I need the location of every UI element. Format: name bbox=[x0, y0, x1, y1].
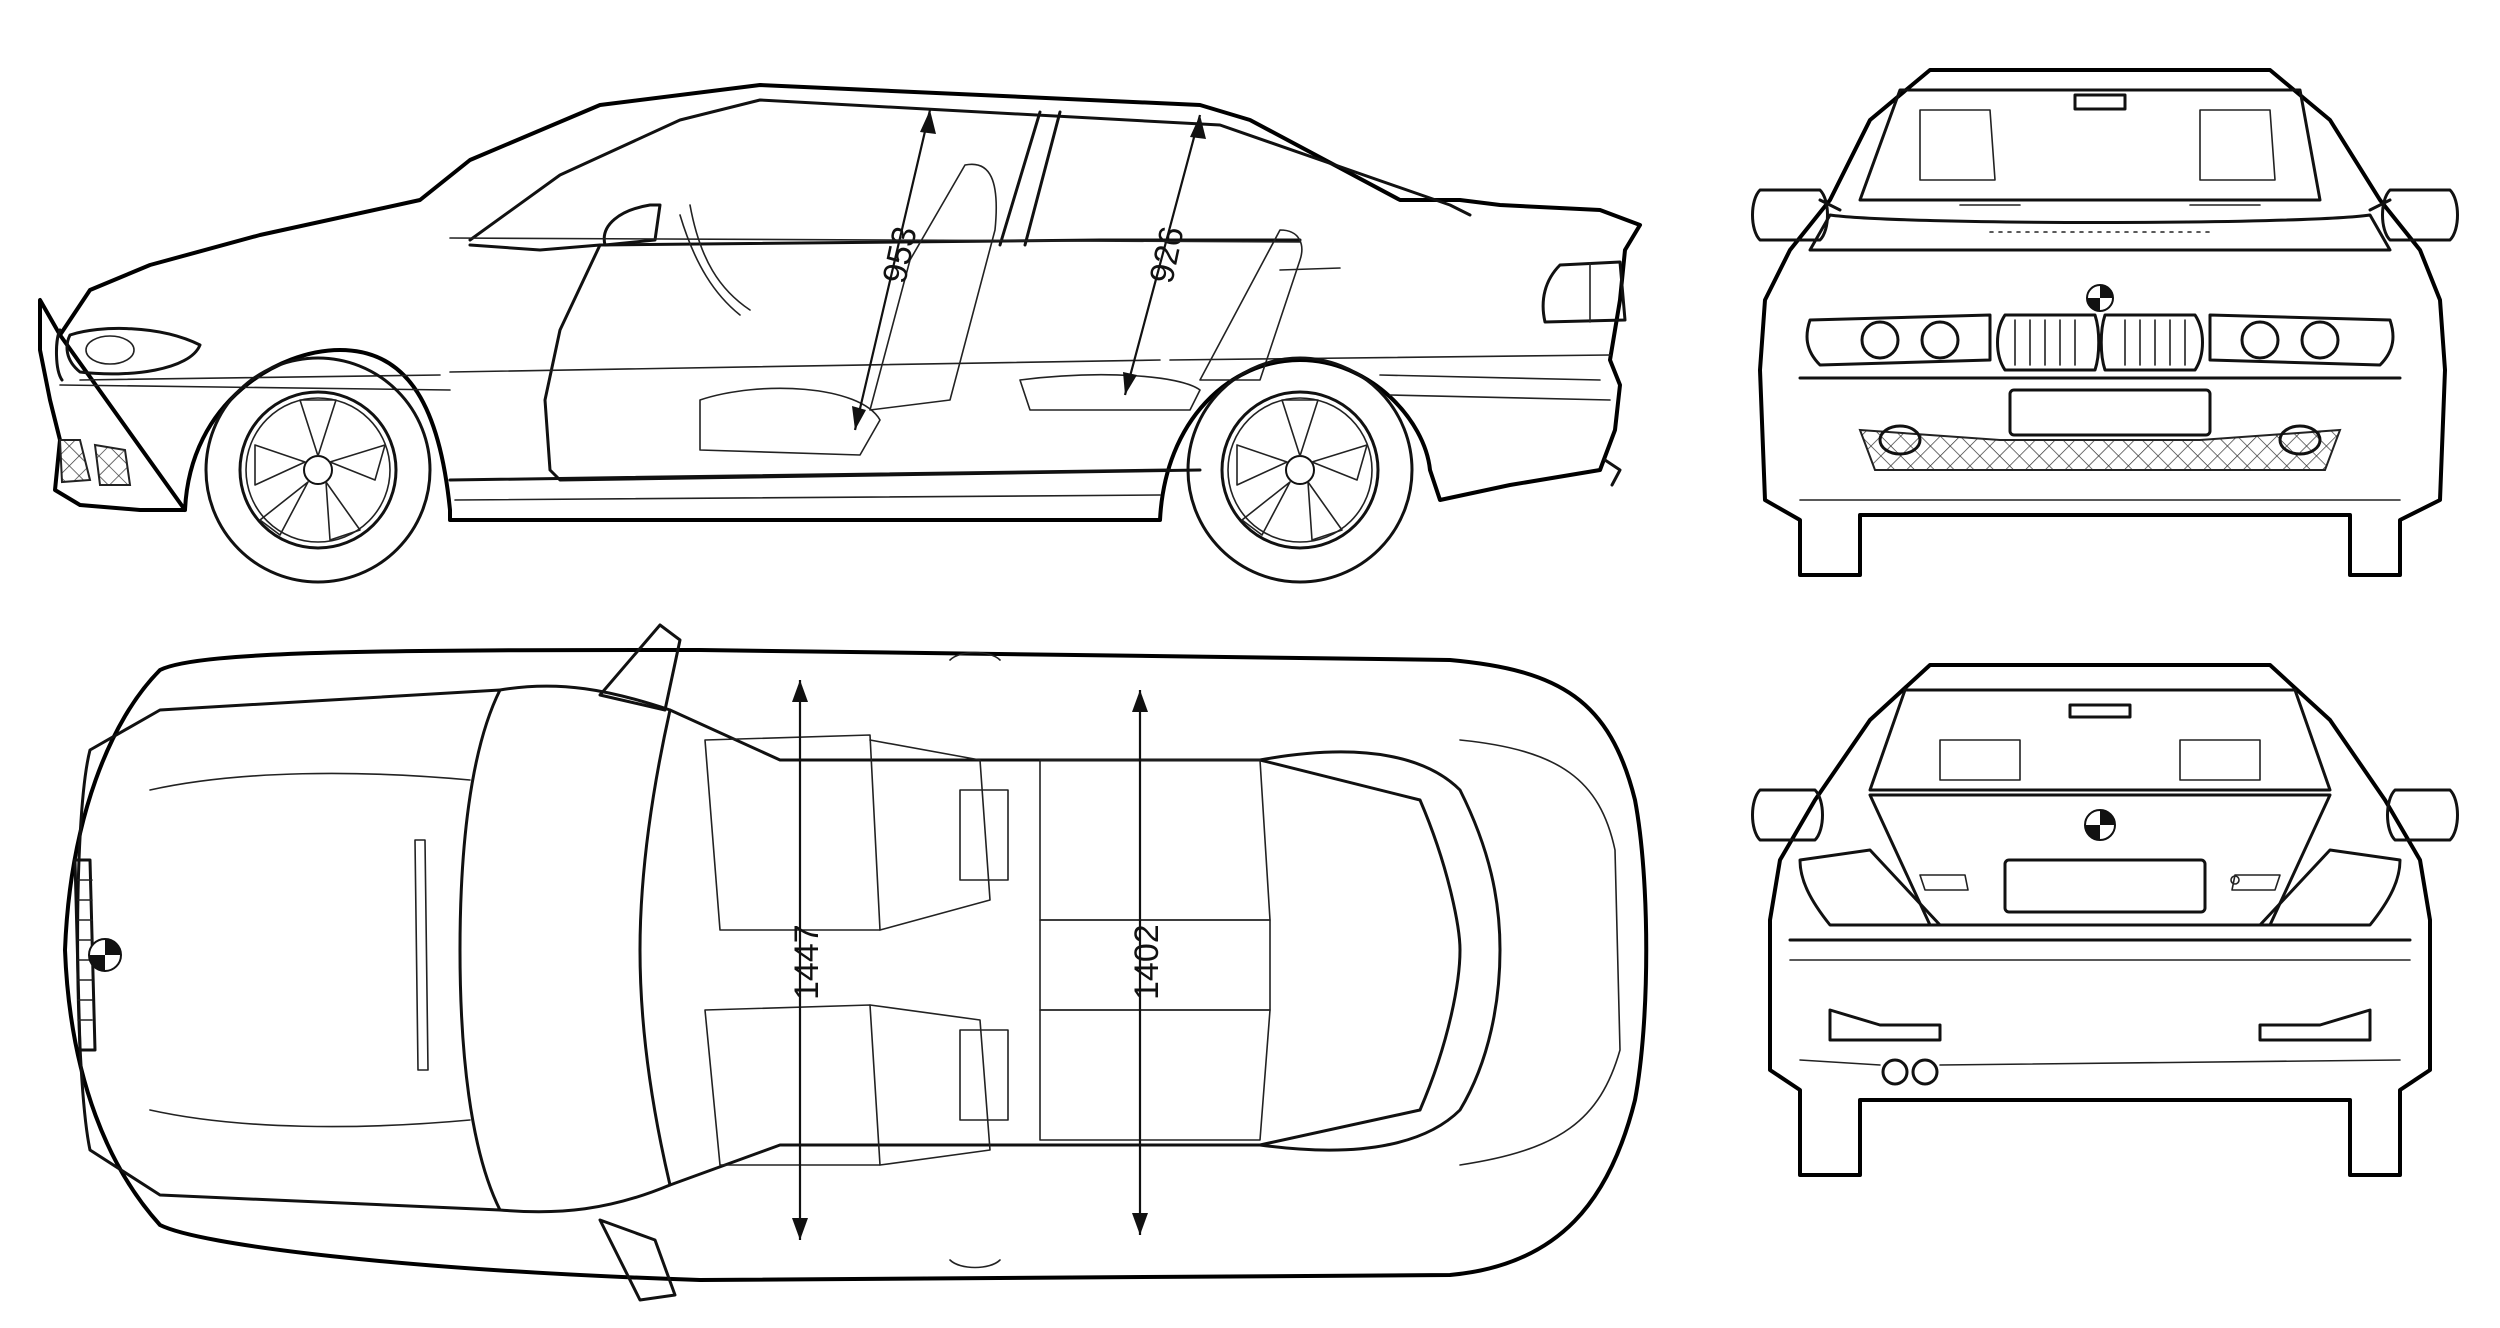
top-right-mirror bbox=[598, 1218, 677, 1302]
side-rear-headroom-dimension: 926 bbox=[1123, 114, 1206, 396]
front-right-mirror bbox=[2381, 188, 2459, 242]
side-window-frame bbox=[468, 98, 1472, 242]
rear-window bbox=[1868, 688, 2332, 792]
top-body-outline bbox=[63, 648, 1649, 1282]
rear-plate bbox=[2003, 858, 2207, 914]
side-view: 953 926 bbox=[38, 83, 1642, 584]
front-kidney-grille bbox=[1996, 313, 2101, 372]
side-front-headroom-dimension: 953 bbox=[852, 109, 936, 431]
rear-left-taillight bbox=[1798, 848, 1942, 927]
top-roof bbox=[668, 708, 1462, 1187]
front-left-mirror bbox=[1751, 188, 1829, 242]
front-left-headlight bbox=[1805, 313, 1992, 367]
front-view bbox=[1751, 68, 2459, 577]
top-rear-width-label: 1402 bbox=[1128, 924, 1166, 1000]
side-rear-headroom-label: 926 bbox=[1143, 223, 1192, 286]
side-headlight bbox=[65, 326, 202, 376]
rear-exhaust-icon bbox=[1881, 1058, 1909, 1086]
top-view: 1447 1402 bbox=[63, 623, 1649, 1302]
side-front-seat bbox=[869, 163, 997, 411]
side-front-vent bbox=[58, 439, 92, 484]
side-steering-wheel bbox=[689, 204, 751, 311]
rear-view bbox=[1751, 663, 2459, 1177]
rear-right-mirror bbox=[2386, 788, 2459, 842]
side-mirror bbox=[602, 203, 662, 247]
side-rear-wheel bbox=[1186, 356, 1414, 584]
rear-body-outline bbox=[1768, 663, 2432, 1177]
front-right-headlight bbox=[2208, 313, 2395, 367]
rear-right-taillight bbox=[2258, 848, 2402, 927]
top-windshield bbox=[498, 684, 672, 1214]
top-left-mirror bbox=[598, 623, 682, 712]
front-plate bbox=[2008, 388, 2212, 437]
top-rear-width-dimension: 1402 bbox=[1128, 690, 1166, 1235]
front-air-intake bbox=[1858, 428, 2342, 471]
top-front-width-label: 1447 bbox=[788, 924, 826, 1000]
top-front-seats bbox=[704, 734, 1009, 1166]
rear-left-mirror bbox=[1751, 788, 1824, 842]
side-b-pillar bbox=[998, 110, 1042, 247]
top-hood bbox=[76, 688, 502, 1212]
top-front-width-dimension: 1447 bbox=[788, 680, 826, 1240]
side-front-wheel bbox=[204, 356, 432, 584]
top-rear-seat bbox=[1039, 759, 1271, 1141]
side-taillight bbox=[1541, 260, 1627, 324]
side-rear-seat bbox=[1199, 229, 1303, 381]
front-windshield bbox=[1858, 88, 2322, 202]
side-front-headroom-label: 953 bbox=[876, 223, 925, 286]
side-door-opening bbox=[543, 243, 1202, 482]
top-rear-window bbox=[1258, 750, 1502, 1152]
front-body-outline bbox=[1758, 68, 2447, 577]
